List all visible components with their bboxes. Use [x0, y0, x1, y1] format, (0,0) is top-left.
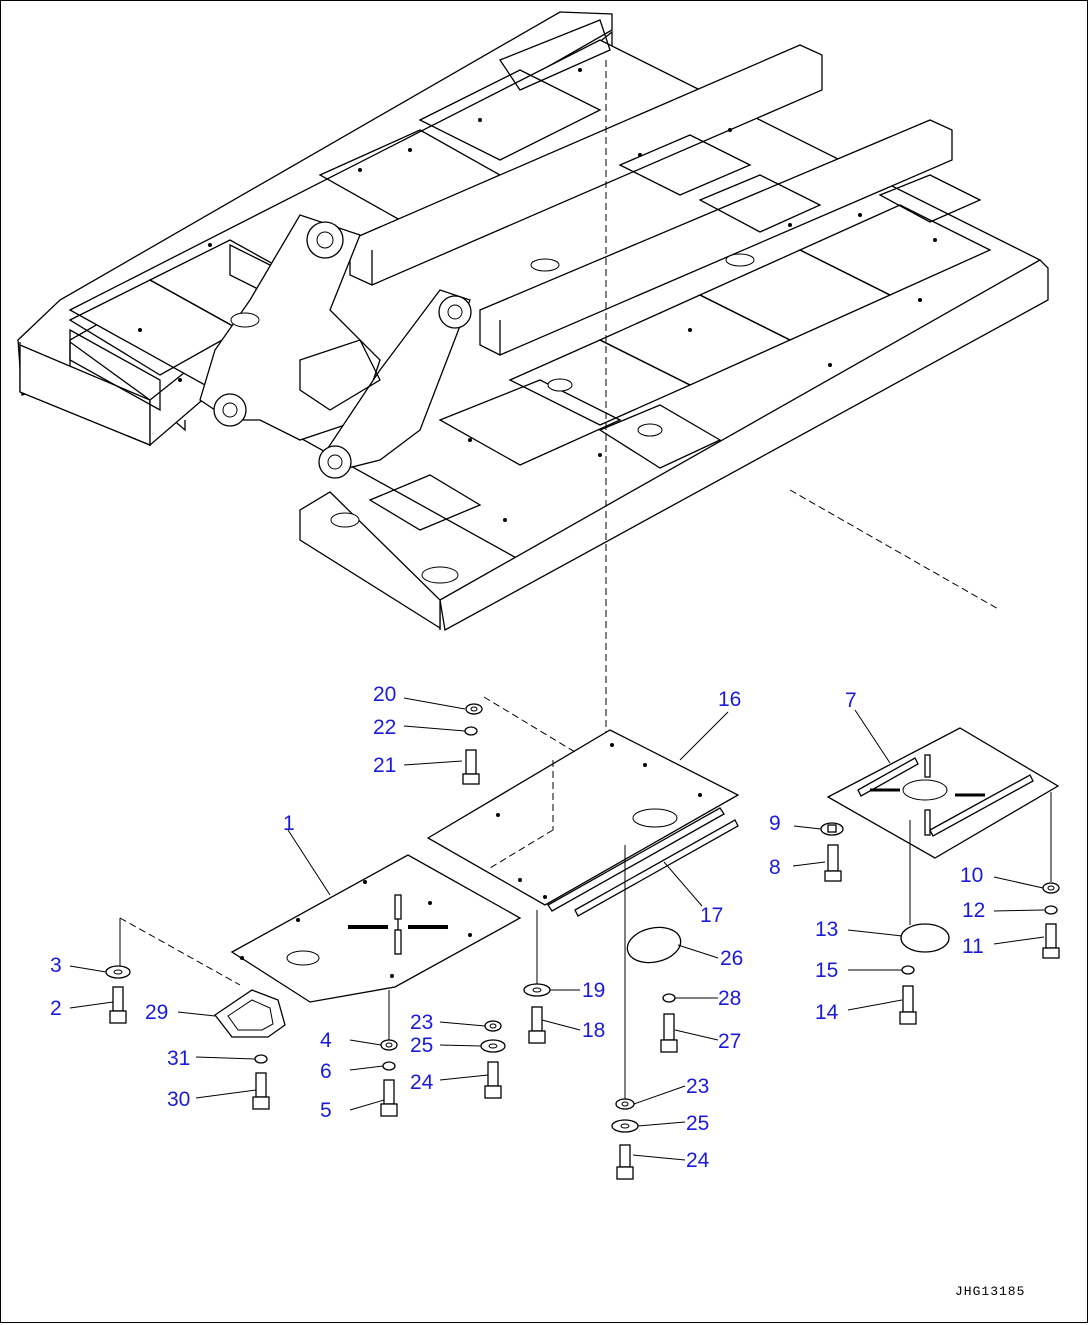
callout-28: 28 — [718, 987, 741, 1010]
callout-17: 17 — [700, 904, 723, 927]
callout-11: 11 — [962, 935, 984, 958]
callout-31: 31 — [167, 1047, 190, 1070]
callout-26: 26 — [720, 947, 743, 970]
callout-29: 29 — [145, 1001, 168, 1024]
frame-bolt-dots — [138, 68, 937, 522]
callout-10: 10 — [960, 864, 983, 887]
mount-plate-7 — [826, 727, 1060, 859]
callout-6: 6 — [320, 1060, 332, 1083]
callout-23-right: 23 — [686, 1075, 709, 1098]
callout-14: 14 — [815, 1001, 839, 1024]
cover-plate-16 — [426, 729, 740, 906]
fasteners — [105, 703, 1060, 1180]
callout-5: 5 — [320, 1099, 332, 1122]
cap-13 — [900, 923, 950, 953]
callout-30: 30 — [167, 1088, 190, 1111]
callout-19: 19 — [582, 979, 605, 1002]
callout-3: 3 — [50, 954, 62, 977]
callout-25-right: 25 — [686, 1112, 709, 1135]
callout-13: 13 — [815, 918, 838, 941]
callout-8: 8 — [769, 856, 781, 879]
callout-9: 9 — [769, 812, 781, 835]
frame-leader-dashed — [789, 489, 1001, 611]
callout-21: 21 — [373, 754, 396, 777]
bracket-29 — [214, 989, 286, 1038]
revolving-frame-assembly — [17, 11, 1049, 632]
callout-15: 15 — [815, 959, 838, 982]
callout-1: 1 — [283, 812, 295, 835]
callout-23-left: 23 — [410, 1011, 433, 1034]
leader-lines — [69, 696, 1052, 1161]
drawing-code: JHG13185 — [955, 1284, 1025, 1299]
cover-plate-1 — [230, 854, 522, 1003]
callout-25-left: 25 — [410, 1034, 433, 1057]
callout-numbers: 20 22 21 16 7 1 9 8 17 10 12 11 13 26 15… — [50, 683, 985, 1172]
callout-18: 18 — [582, 1019, 605, 1042]
seal-26 — [626, 926, 682, 964]
callout-22: 22 — [373, 716, 396, 739]
rail-17 — [547, 807, 739, 917]
callout-20: 20 — [373, 683, 396, 706]
callout-24-right: 24 — [686, 1149, 710, 1172]
callout-4: 4 — [320, 1029, 332, 1052]
callout-27: 27 — [718, 1030, 741, 1053]
callout-7: 7 — [845, 689, 857, 712]
callout-2: 2 — [50, 997, 62, 1020]
callout-12: 12 — [962, 899, 985, 922]
callout-16: 16 — [718, 688, 741, 711]
callout-24-left: 24 — [410, 1071, 434, 1094]
